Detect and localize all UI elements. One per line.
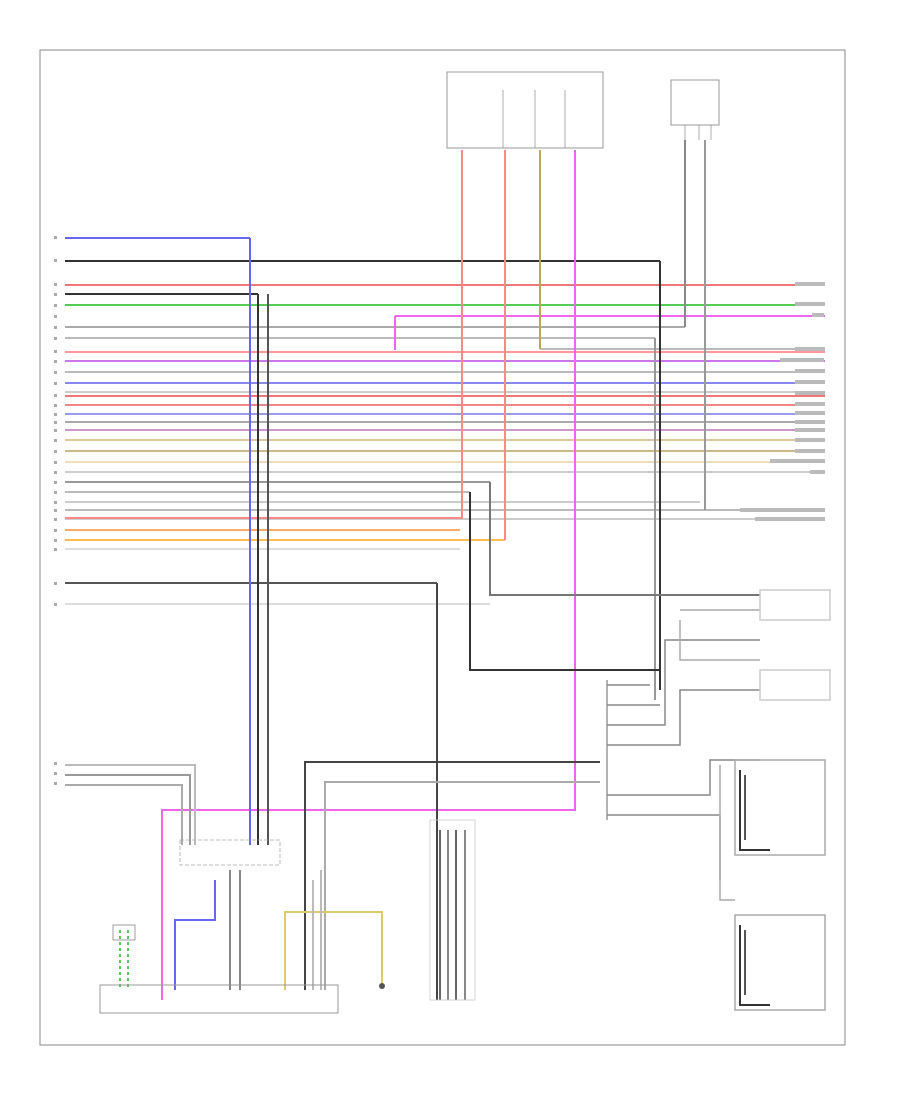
- bus-wires: [65, 237, 825, 605]
- right-switch-2: [759, 669, 831, 701]
- right-switch-1: [759, 589, 831, 621]
- right-component-group: [606, 589, 831, 1011]
- top-module: [446, 71, 604, 149]
- right-sensor-2: [734, 914, 826, 1011]
- grey-right-loop: [489, 482, 760, 596]
- right-tags: [740, 282, 825, 521]
- mid-junction-box: [429, 819, 476, 1001]
- left-module-box: [99, 984, 339, 1014]
- black-loop-2: [469, 492, 660, 671]
- left-pin-marks: [54, 236, 57, 785]
- top-right-module-box: [670, 79, 720, 126]
- drop-pink-1: [65, 150, 463, 519]
- ground-point: [379, 983, 385, 989]
- right-sensor-1: [734, 759, 826, 856]
- left-verticals: [249, 238, 760, 1000]
- top-drops: [65, 140, 706, 1000]
- diagram-frame: [39, 49, 846, 1046]
- junction-box-1: [179, 839, 281, 866]
- top-right-module: [670, 79, 720, 140]
- left-module: [99, 924, 339, 1014]
- drop-magenta: [161, 150, 576, 1000]
- mid-lower-wiring: [65, 761, 600, 1000]
- top-module-box: [446, 71, 604, 149]
